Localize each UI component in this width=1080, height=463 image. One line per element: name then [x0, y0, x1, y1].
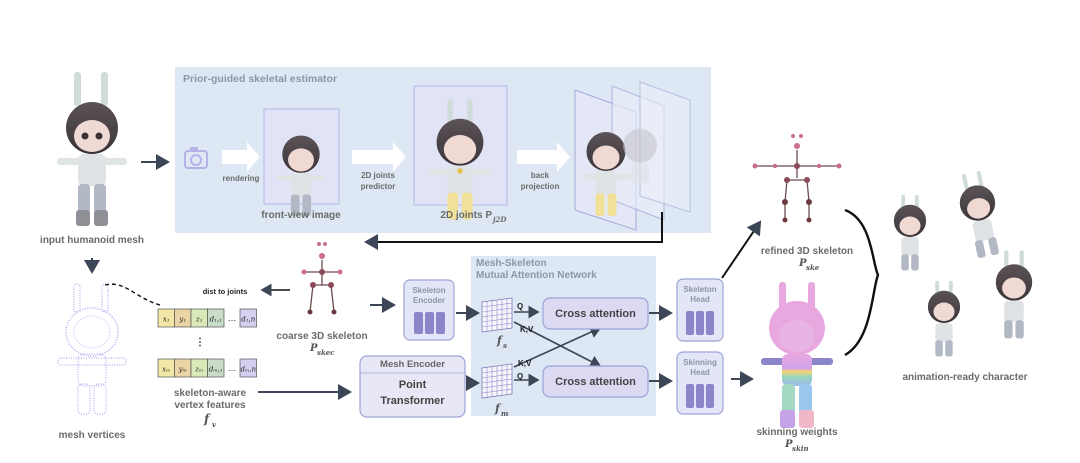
feature-row-last-cell-text: dₘ,₁: [209, 366, 223, 374]
camera-icon: [184, 147, 208, 169]
q-top-label: Q: [517, 302, 524, 311]
feature-row-last-cell-text: yₘ: [178, 366, 187, 374]
mesh-vertices-label: mesh vertices: [58, 430, 126, 441]
skinning-weights-sub: skin: [792, 444, 809, 453]
animation-ready-label: animation-ready character: [902, 372, 1028, 383]
fm-sub: m: [501, 409, 509, 418]
mesh-encoder-line2: Transformer: [380, 395, 445, 407]
feature-row-first-cell-text: z₁: [195, 316, 203, 324]
feature-row-first-cell-text: d₁,n: [241, 316, 256, 324]
joints-2d-sub: j2D: [493, 215, 507, 224]
feature-row-first-cell-text: x₁: [163, 316, 170, 324]
attention-title-line1: Mesh-Skeleton: [476, 258, 547, 269]
feature-row-last-cell-text: zₘ: [194, 366, 203, 374]
input-mesh-figure: [57, 72, 127, 226]
feature-row-first-cell: [207, 308, 225, 328]
fs-symbol: f: [497, 334, 502, 347]
back-projection-label-line1: back: [530, 171, 550, 180]
vertical-ellipsis: ⋮: [195, 337, 205, 348]
brace-to-animation: [844, 208, 880, 357]
feature-grid-fs: [481, 297, 513, 333]
front-view-label: front-view image: [261, 210, 341, 221]
back-projection-label-line2: projection: [520, 182, 560, 191]
features-symbol: f: [204, 412, 210, 426]
features-symbol-sub: v: [212, 420, 217, 429]
input-mesh-label: input humanoid mesh: [40, 235, 144, 246]
mesh-vertices-figure: [57, 283, 127, 415]
rendering-arrow: [222, 142, 260, 172]
predictor-label-line2: predictor: [360, 182, 396, 191]
mesh-encoder-title: Mesh Encoder: [380, 359, 445, 370]
features-caption-line2: vertex features: [174, 400, 246, 411]
joints-2d-label: 2D joints P: [440, 210, 492, 221]
predictor-arrow: [352, 142, 406, 172]
dist-to-joints-label: dist to joints: [202, 287, 248, 296]
mesh-encoder-line1: Point: [398, 379, 427, 391]
features-caption-line1: skeleton-aware: [173, 388, 247, 399]
refined-skeleton-sub: ske: [806, 263, 820, 272]
kv-line-top: [513, 321, 602, 368]
refined-skeleton-figure: [752, 134, 842, 223]
grid-fm-gridline: [481, 388, 513, 394]
feature-row-first-cell: [239, 308, 257, 328]
predictor-label-line1: 2D joints: [361, 171, 395, 180]
feature-row-last-cell-text: xₘ: [162, 366, 170, 374]
kv-top-label: K,V: [520, 325, 534, 334]
back-projection-arrow: [517, 142, 570, 172]
feature-row-last-ellipsis: …: [228, 363, 237, 373]
refined-skeleton-symbol: P: [799, 258, 807, 269]
cross-attention-bottom-box: [542, 365, 649, 398]
skinning-weights-figure: [761, 282, 833, 428]
coarse-skeleton-symbol: P: [310, 343, 318, 354]
feature-row-first: x₁ y₁ z₁ d₁,₁ d₁,n …: [157, 308, 257, 328]
dashed-link-vertices-features: [104, 283, 161, 306]
cross-attention-bottom-label: Cross attention: [555, 376, 636, 388]
back-projection-planes: [574, 81, 691, 231]
q-bottom-label: Q: [517, 372, 524, 381]
front-view-image: [263, 108, 340, 217]
animation-ready-characters: [893, 170, 1033, 357]
feature-row-last-cell-text: dₘ,n: [240, 366, 256, 374]
skinning-head-line1: Skinning: [683, 358, 717, 367]
feature-row-first-ellipsis: …: [228, 313, 237, 323]
grid-fs-gridline: [481, 322, 513, 328]
skinning-head-line2: Head: [690, 368, 710, 377]
rendering-label: rendering: [222, 174, 260, 183]
estimator-title: Prior-guided skeletal estimator: [183, 73, 338, 85]
kv-line-bottom: [513, 326, 602, 368]
arrow-to-coarse-skeleton: [364, 212, 663, 250]
refined-skeleton-label: refined 3D skeleton: [760, 246, 854, 257]
feature-grid-fm: [481, 363, 513, 399]
mesh-encoder-box: [359, 355, 466, 418]
feature-row-last-cell: [239, 358, 257, 378]
joints-2d-image: [413, 85, 508, 220]
skeleton-head-line2: Head: [690, 295, 710, 304]
kv-bottom-label: K,V: [518, 359, 532, 368]
coarse-skeleton-sub: skec: [317, 348, 335, 357]
arrow-to-refined-skeleton: [721, 220, 762, 279]
cross-attention-top-box: [542, 297, 649, 330]
skeleton-encoder-line2: Encoder: [412, 296, 445, 305]
skinning-weights-symbol: P: [785, 439, 793, 450]
feature-row-last-cell: [207, 358, 225, 378]
skeleton-encoder-line1: Skeleton: [412, 286, 446, 295]
skinning-weights-label: skinning weights: [756, 427, 838, 438]
fm-symbol: f: [495, 402, 500, 415]
feature-row-first-cell-text: y₁: [178, 316, 186, 324]
fs-sub: s: [503, 341, 507, 350]
feature-row-first-cell-text: d₁,₁: [210, 316, 223, 324]
coarse-skeleton-label: coarse 3D skeleton: [276, 331, 368, 342]
cross-attention-top-label: Cross attention: [555, 308, 636, 320]
attention-title-line2: Mutual Attention Network: [476, 270, 597, 281]
skeleton-head-line1: Skeleton: [683, 285, 717, 294]
coarse-skeleton-figure: [301, 242, 343, 315]
